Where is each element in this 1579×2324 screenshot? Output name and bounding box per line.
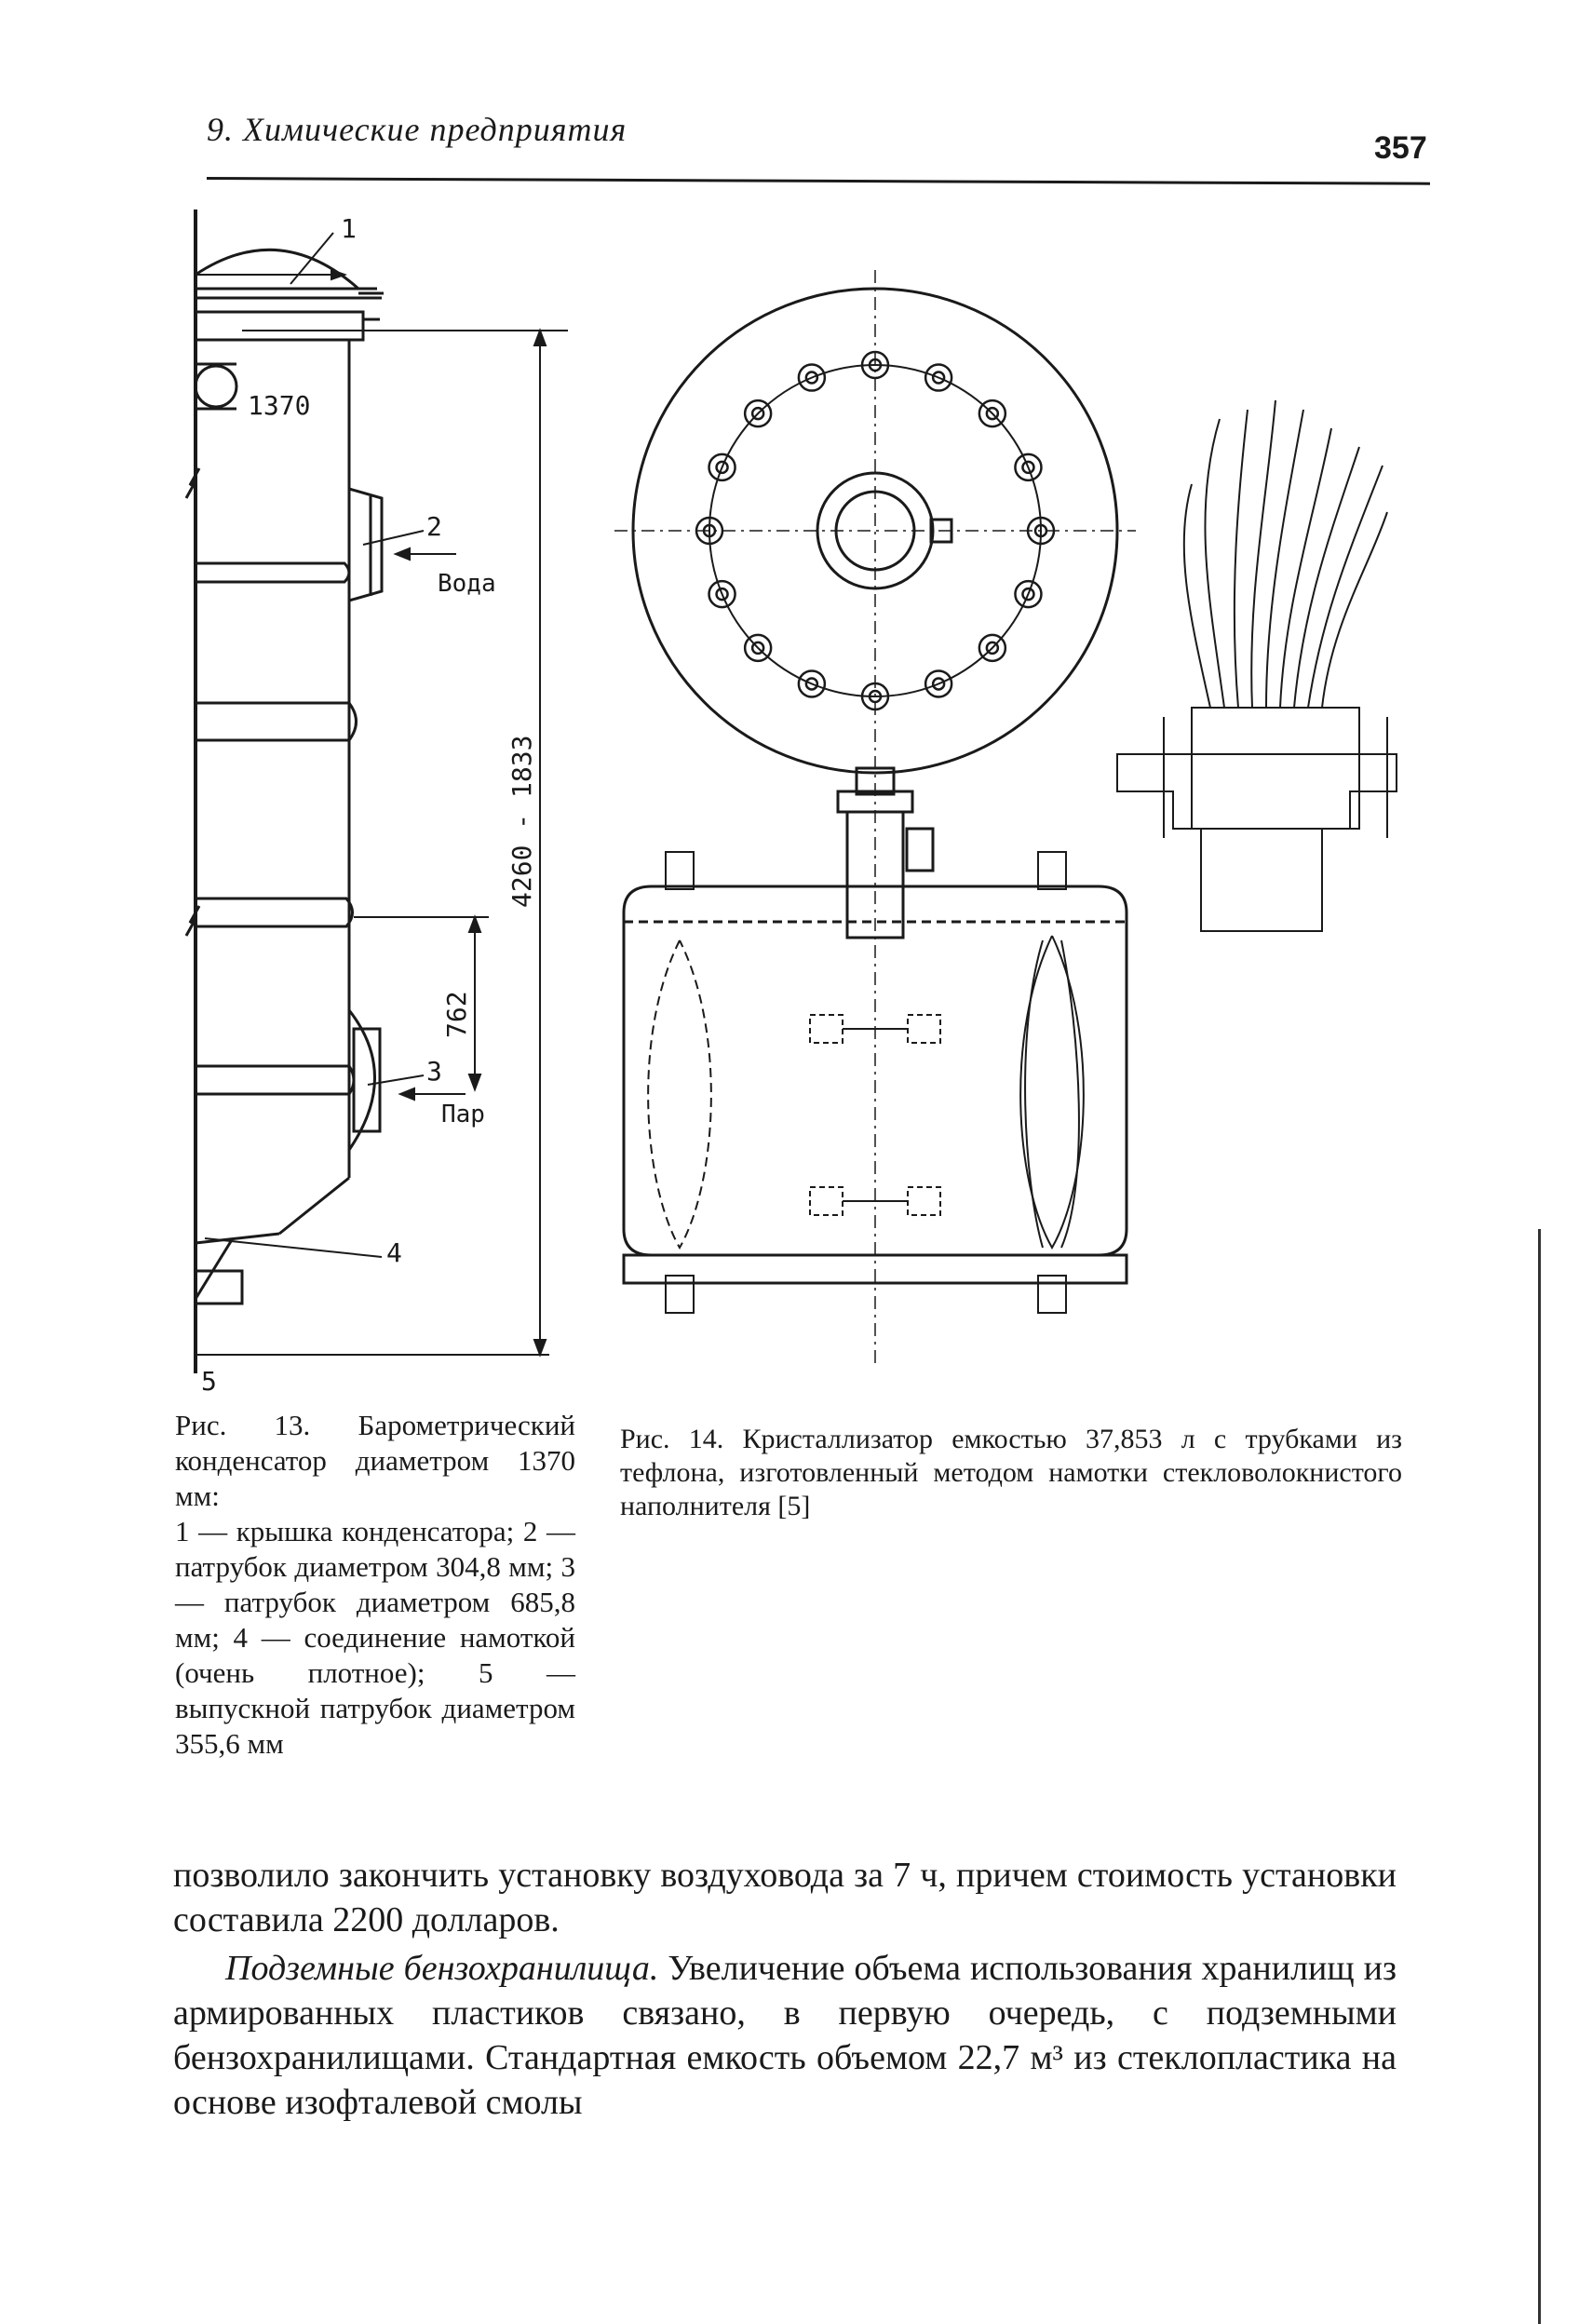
break-mark: [184, 467, 201, 499]
figure-14-crystallizer-drawing: [614, 270, 1397, 1369]
page-number: 357: [1374, 130, 1427, 166]
flange-bolt: [1014, 453, 1043, 482]
inspection-port: [194, 364, 238, 409]
leader-3: [367, 1074, 425, 1086]
flange-bolt: [978, 633, 1007, 663]
flange-bolt: [743, 633, 773, 663]
label-2: 2: [426, 511, 442, 542]
flange-bolt: [924, 363, 953, 392]
flange-bolt: [708, 453, 736, 482]
label-dim-1370: 1370: [248, 390, 310, 421]
label-5: 5: [201, 1366, 217, 1397]
label-3: 3: [426, 1056, 442, 1087]
figure-13-caption: Рис. 13. Барометрический конденсатор диа…: [175, 1408, 575, 1762]
label-steam: Пар: [441, 1101, 485, 1128]
label-4: 4: [386, 1237, 402, 1268]
label-water: Вода: [438, 570, 496, 598]
body-paragraph-2-text: Увеличение объема использования хранилищ…: [173, 1949, 1397, 2122]
flange-bolt: [797, 363, 827, 392]
flange-bolt: [860, 682, 890, 711]
leader-4: [204, 1237, 383, 1258]
flange-bolt: [924, 669, 953, 698]
flange-bolt: [695, 516, 724, 546]
shell-rib: [196, 701, 358, 742]
flange-bolt-hole: [868, 358, 883, 372]
figure-13-caption-legend: 1 — крышка конденсатора; 2 — патрубок ди…: [175, 1515, 575, 1760]
flange-bolt-hole: [985, 641, 1000, 655]
flange-bolt: [1014, 579, 1043, 609]
flange-bolt: [860, 350, 890, 380]
flange-bolt-hole: [750, 406, 765, 421]
tube-bundle-detail: [1116, 399, 1397, 932]
label-dim-height: 4260 - 1833: [506, 736, 537, 908]
leader-2: [362, 530, 425, 546]
flange-bolt: [743, 399, 773, 428]
figure-13-condenser-drawing: 1 1370 2 Вода 4260 - 1833 762 3 Пар 4 5: [184, 209, 568, 1397]
flange-bolt: [978, 399, 1007, 428]
running-head: 9. Химические предприятия: [207, 111, 628, 148]
crystallizer-vessel: [622, 766, 1128, 1285]
shell-rib: [196, 897, 354, 928]
nozzle-2: [348, 487, 384, 602]
flange-bolt-hole: [715, 587, 729, 601]
label-dim-762: 762: [441, 991, 472, 1038]
cover-dome: [195, 248, 359, 290]
label-1: 1: [341, 213, 357, 244]
figure-13-caption-title: Рис. 13. Барометрический конденсатор диа…: [175, 1409, 575, 1512]
flange-bolt-hole: [1033, 523, 1048, 538]
body-paragraph-2: Подземные бензохранилища. Увеличение объ…: [173, 1946, 1397, 2125]
flange-bolt-hole: [715, 460, 729, 475]
shell-rib: [196, 561, 351, 584]
figure-14-caption: Рис. 14. Кристаллизатор емкостью 37,853 …: [620, 1424, 1402, 1521]
leader-1: [290, 232, 334, 285]
shell-rib: [196, 1064, 356, 1096]
body-paragraph-1: позволило закончить установку воздуховод…: [173, 1856, 1397, 1939]
flange-bolts: [695, 350, 1056, 711]
flange-bolt-hole: [750, 641, 765, 655]
flange-bolt-hole: [931, 371, 946, 385]
flange-bolt-hole: [804, 677, 819, 691]
flange-bolt-hole: [1021, 460, 1035, 475]
break-mark: [184, 905, 201, 937]
flange-bolt-hole: [804, 371, 819, 385]
flange-bolt-hole: [868, 689, 883, 704]
scan-edge-line: [1538, 1229, 1541, 2324]
header-rule: [206, 177, 1430, 185]
flange-bolt: [708, 579, 736, 609]
flange-bolt-hole: [985, 406, 1000, 421]
section-run-in-heading: Подземные бензохранилища.: [225, 1949, 659, 1988]
flange-bolt-hole: [702, 523, 717, 538]
flange-bolt-hole: [1021, 587, 1035, 601]
vessel-internals: [647, 851, 1085, 1314]
flange-bolt: [797, 669, 827, 698]
flange-bolt-hole: [931, 677, 946, 691]
outlet-nozzle-5: [194, 1269, 244, 1305]
center-nozzle-inner: [834, 490, 916, 572]
flange-bolt: [1026, 516, 1056, 546]
